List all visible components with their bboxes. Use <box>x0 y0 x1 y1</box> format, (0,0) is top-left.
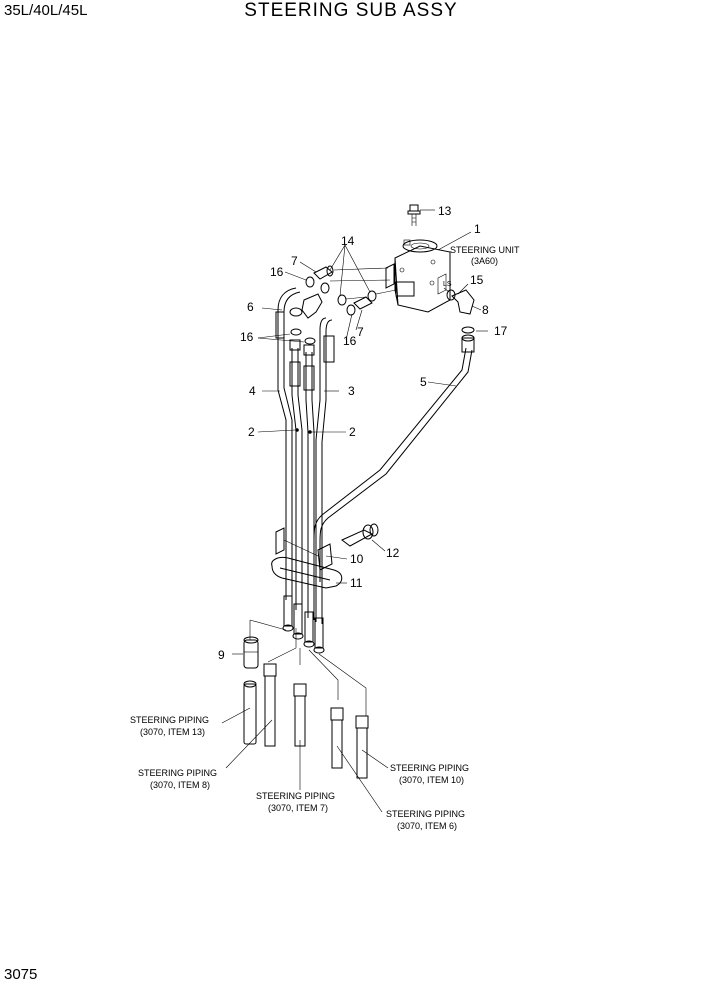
model-label: 35L/40L/45L <box>4 2 88 19</box>
callouts: 1 13 14 7 16 6 16 7 16 15 8 17 4 3 5 2 2… <box>218 204 508 662</box>
callout-16-upper: 16 <box>270 265 284 279</box>
bracket-10 <box>275 527 333 571</box>
callout-12: 12 <box>386 546 400 560</box>
steering-unit-body <box>385 239 451 313</box>
pipe-item7-label: STEERING PIPING <box>256 791 335 801</box>
page-title: STEERING SUB ASSY <box>244 0 458 21</box>
page-number: 3075 <box>4 966 38 983</box>
pipe-item8-label: STEERING PIPING <box>138 768 217 778</box>
callout-13: 13 <box>438 204 452 218</box>
callout-7-lower: 7 <box>357 325 364 339</box>
ls-port-label: LS <box>443 281 452 288</box>
callout-8: 8 <box>482 303 489 317</box>
callout-15: 15 <box>470 273 484 287</box>
callout-14: 14 <box>341 234 355 248</box>
callout-16-lower: 16 <box>343 334 357 348</box>
steering-unit-code: (3A60) <box>471 256 498 266</box>
callout-2-right: 2 <box>349 425 356 439</box>
callout-10: 10 <box>350 552 364 566</box>
leader-lines <box>221 231 488 813</box>
steering-unit-label: STEERING UNIT <box>450 245 520 255</box>
callout-5: 5 <box>420 375 427 389</box>
callout-2-left: 2 <box>248 425 255 439</box>
pipe-item10-ref: (3070, ITEM 10) <box>399 775 464 785</box>
pipe-item13-ref: (3070, ITEM 13) <box>140 727 205 737</box>
pipe-item6-label: STEERING PIPING <box>386 809 465 819</box>
callout-17: 17 <box>494 324 508 338</box>
pipe-5 <box>313 334 475 582</box>
hose-bundle <box>275 287 335 654</box>
callout-3: 3 <box>348 384 355 398</box>
pipe-item10-label: STEERING PIPING <box>390 763 469 773</box>
callout-9: 9 <box>218 648 225 662</box>
bolt-12 <box>341 523 379 547</box>
fitting-9 <box>232 636 259 669</box>
pipe-item13-label: STEERING PIPING <box>130 715 209 725</box>
pipe-item8-ref: (3070, ITEM 8) <box>150 780 210 790</box>
callout-1: 1 <box>474 222 481 236</box>
lower-pipes <box>243 619 369 779</box>
callout-4: 4 <box>249 384 256 398</box>
bolt-13 <box>407 204 435 226</box>
callout-7-upper: 7 <box>291 254 298 268</box>
callout-16-left: 16 <box>240 330 254 344</box>
clamp-11 <box>271 557 343 589</box>
pipe-item6-ref: (3070, ITEM 6) <box>397 821 457 831</box>
fittings-upper <box>289 265 475 345</box>
callout-11: 11 <box>350 576 363 590</box>
pipe-item7-ref: (3070, ITEM 7) <box>268 803 328 813</box>
callout-6: 6 <box>247 300 254 314</box>
annotations: STEERING UNIT (3A60) LS STEERING PIPING … <box>130 245 520 831</box>
